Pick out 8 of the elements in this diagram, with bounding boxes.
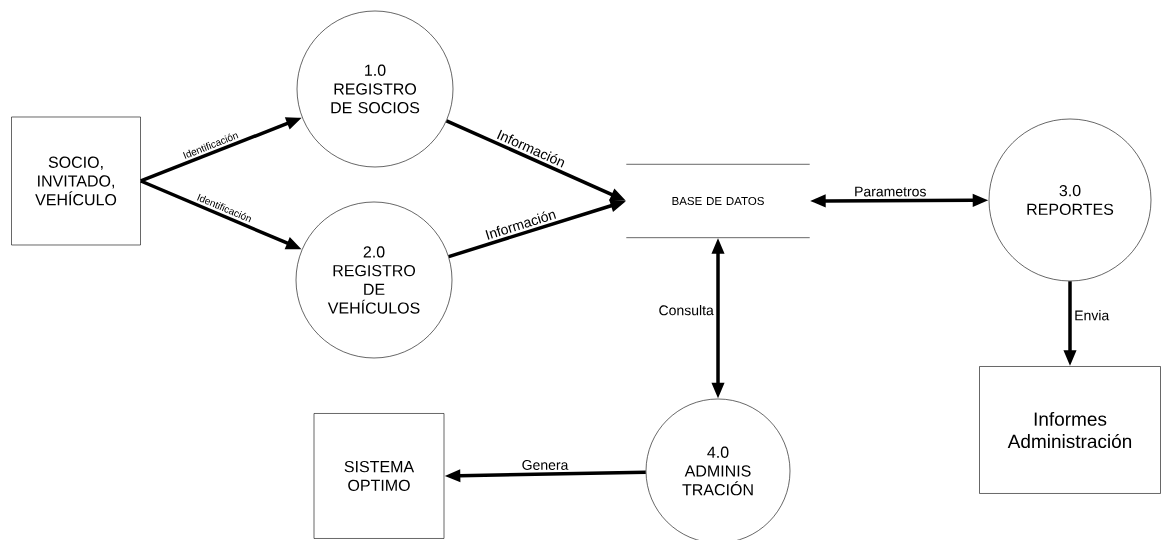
edge-label: Parametros: [855, 186, 926, 197]
entity-box: SISTEMA OPTIMO: [313, 413, 445, 539]
entity-box: SOCIO, INVITADO, VEHÍCULO: [11, 116, 141, 246]
edge-label: Envia: [1075, 310, 1110, 321]
data-store: BASE DE DATOS: [626, 164, 810, 238]
edge-label: Genera: [522, 460, 569, 470]
entity-box: Informes Administración: [979, 366, 1161, 494]
edge-label: Consulta: [659, 305, 714, 316]
